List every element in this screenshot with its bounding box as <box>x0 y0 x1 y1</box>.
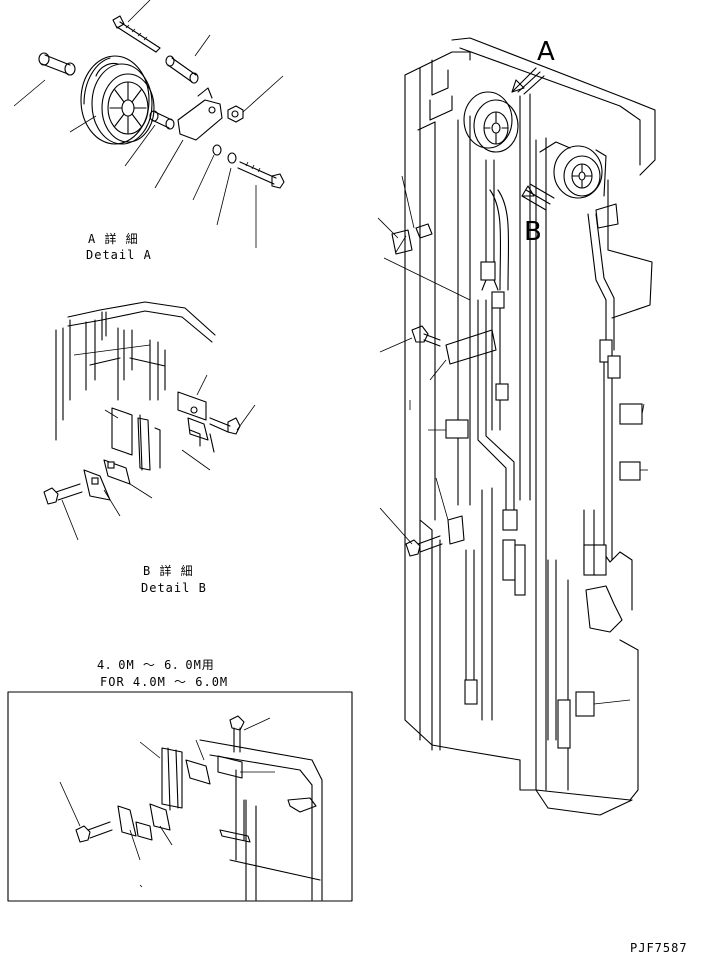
hex-bolt <box>229 715 245 753</box>
hose-fitting <box>514 544 526 596</box>
detail-b-title-en: Detail B <box>141 581 207 595</box>
hose-tag <box>619 461 641 481</box>
hose-fitting <box>502 539 516 581</box>
bracket-plate <box>177 87 223 141</box>
hose-fitting <box>607 355 621 379</box>
hose-tag <box>495 383 509 401</box>
hose-fitting <box>491 291 505 309</box>
bushing <box>149 110 175 130</box>
mast-assembly: A B <box>377 37 656 816</box>
detail-a-title-jp: A 詳 細 <box>88 231 139 246</box>
collar <box>38 52 76 76</box>
hose-tag <box>575 691 595 717</box>
hose-fitting <box>464 679 478 705</box>
sheave-wheel <box>80 55 155 145</box>
sheave-wheel <box>539 141 607 199</box>
range-label-en: FOR 4.0M ～ 6.0M <box>100 675 228 689</box>
bolt-with-washer <box>190 406 241 435</box>
inset-box <box>7 691 353 902</box>
nut <box>227 105 244 123</box>
hose-fitting <box>480 261 496 281</box>
hex-bolt <box>237 161 285 189</box>
long-bolt <box>112 15 161 53</box>
hose-fitting <box>557 699 571 749</box>
hose-clamp <box>83 391 215 501</box>
hose-tag <box>619 403 643 425</box>
washer <box>212 144 222 156</box>
callout-arrow-a <box>511 67 545 95</box>
range-label-jp: 4．0M ～ 6．0M用 <box>97 658 215 672</box>
detail-a-group: A 詳 細 Detail A <box>13 0 285 262</box>
bracket-with-bolt <box>383 223 471 301</box>
spacer <box>165 55 199 84</box>
valve-block <box>585 585 623 633</box>
hose-fitting <box>502 509 518 531</box>
callout-arrow-b <box>521 183 555 211</box>
hose-fitting <box>593 544 607 576</box>
lock-washer <box>227 152 237 164</box>
detail-b-title-jp: B 詳 細 <box>143 563 194 578</box>
hose-clamp <box>445 329 497 365</box>
hex-bolt <box>411 325 441 347</box>
hose-clamp <box>595 203 619 229</box>
drawing-id: PJF7587 <box>630 941 688 955</box>
hex-bolt <box>405 535 443 557</box>
hose-clamp <box>447 515 465 545</box>
sheave-wheel <box>463 91 519 153</box>
hex-bolt <box>75 821 113 843</box>
hex-bolt <box>43 483 83 505</box>
hose-tag <box>445 419 469 439</box>
callout-a-label: A <box>537 37 555 67</box>
detail-a-title-en: Detail A <box>86 248 152 262</box>
detail-b-group: B 詳 細 Detail B <box>43 301 256 595</box>
callout-b-label: B <box>524 217 542 247</box>
